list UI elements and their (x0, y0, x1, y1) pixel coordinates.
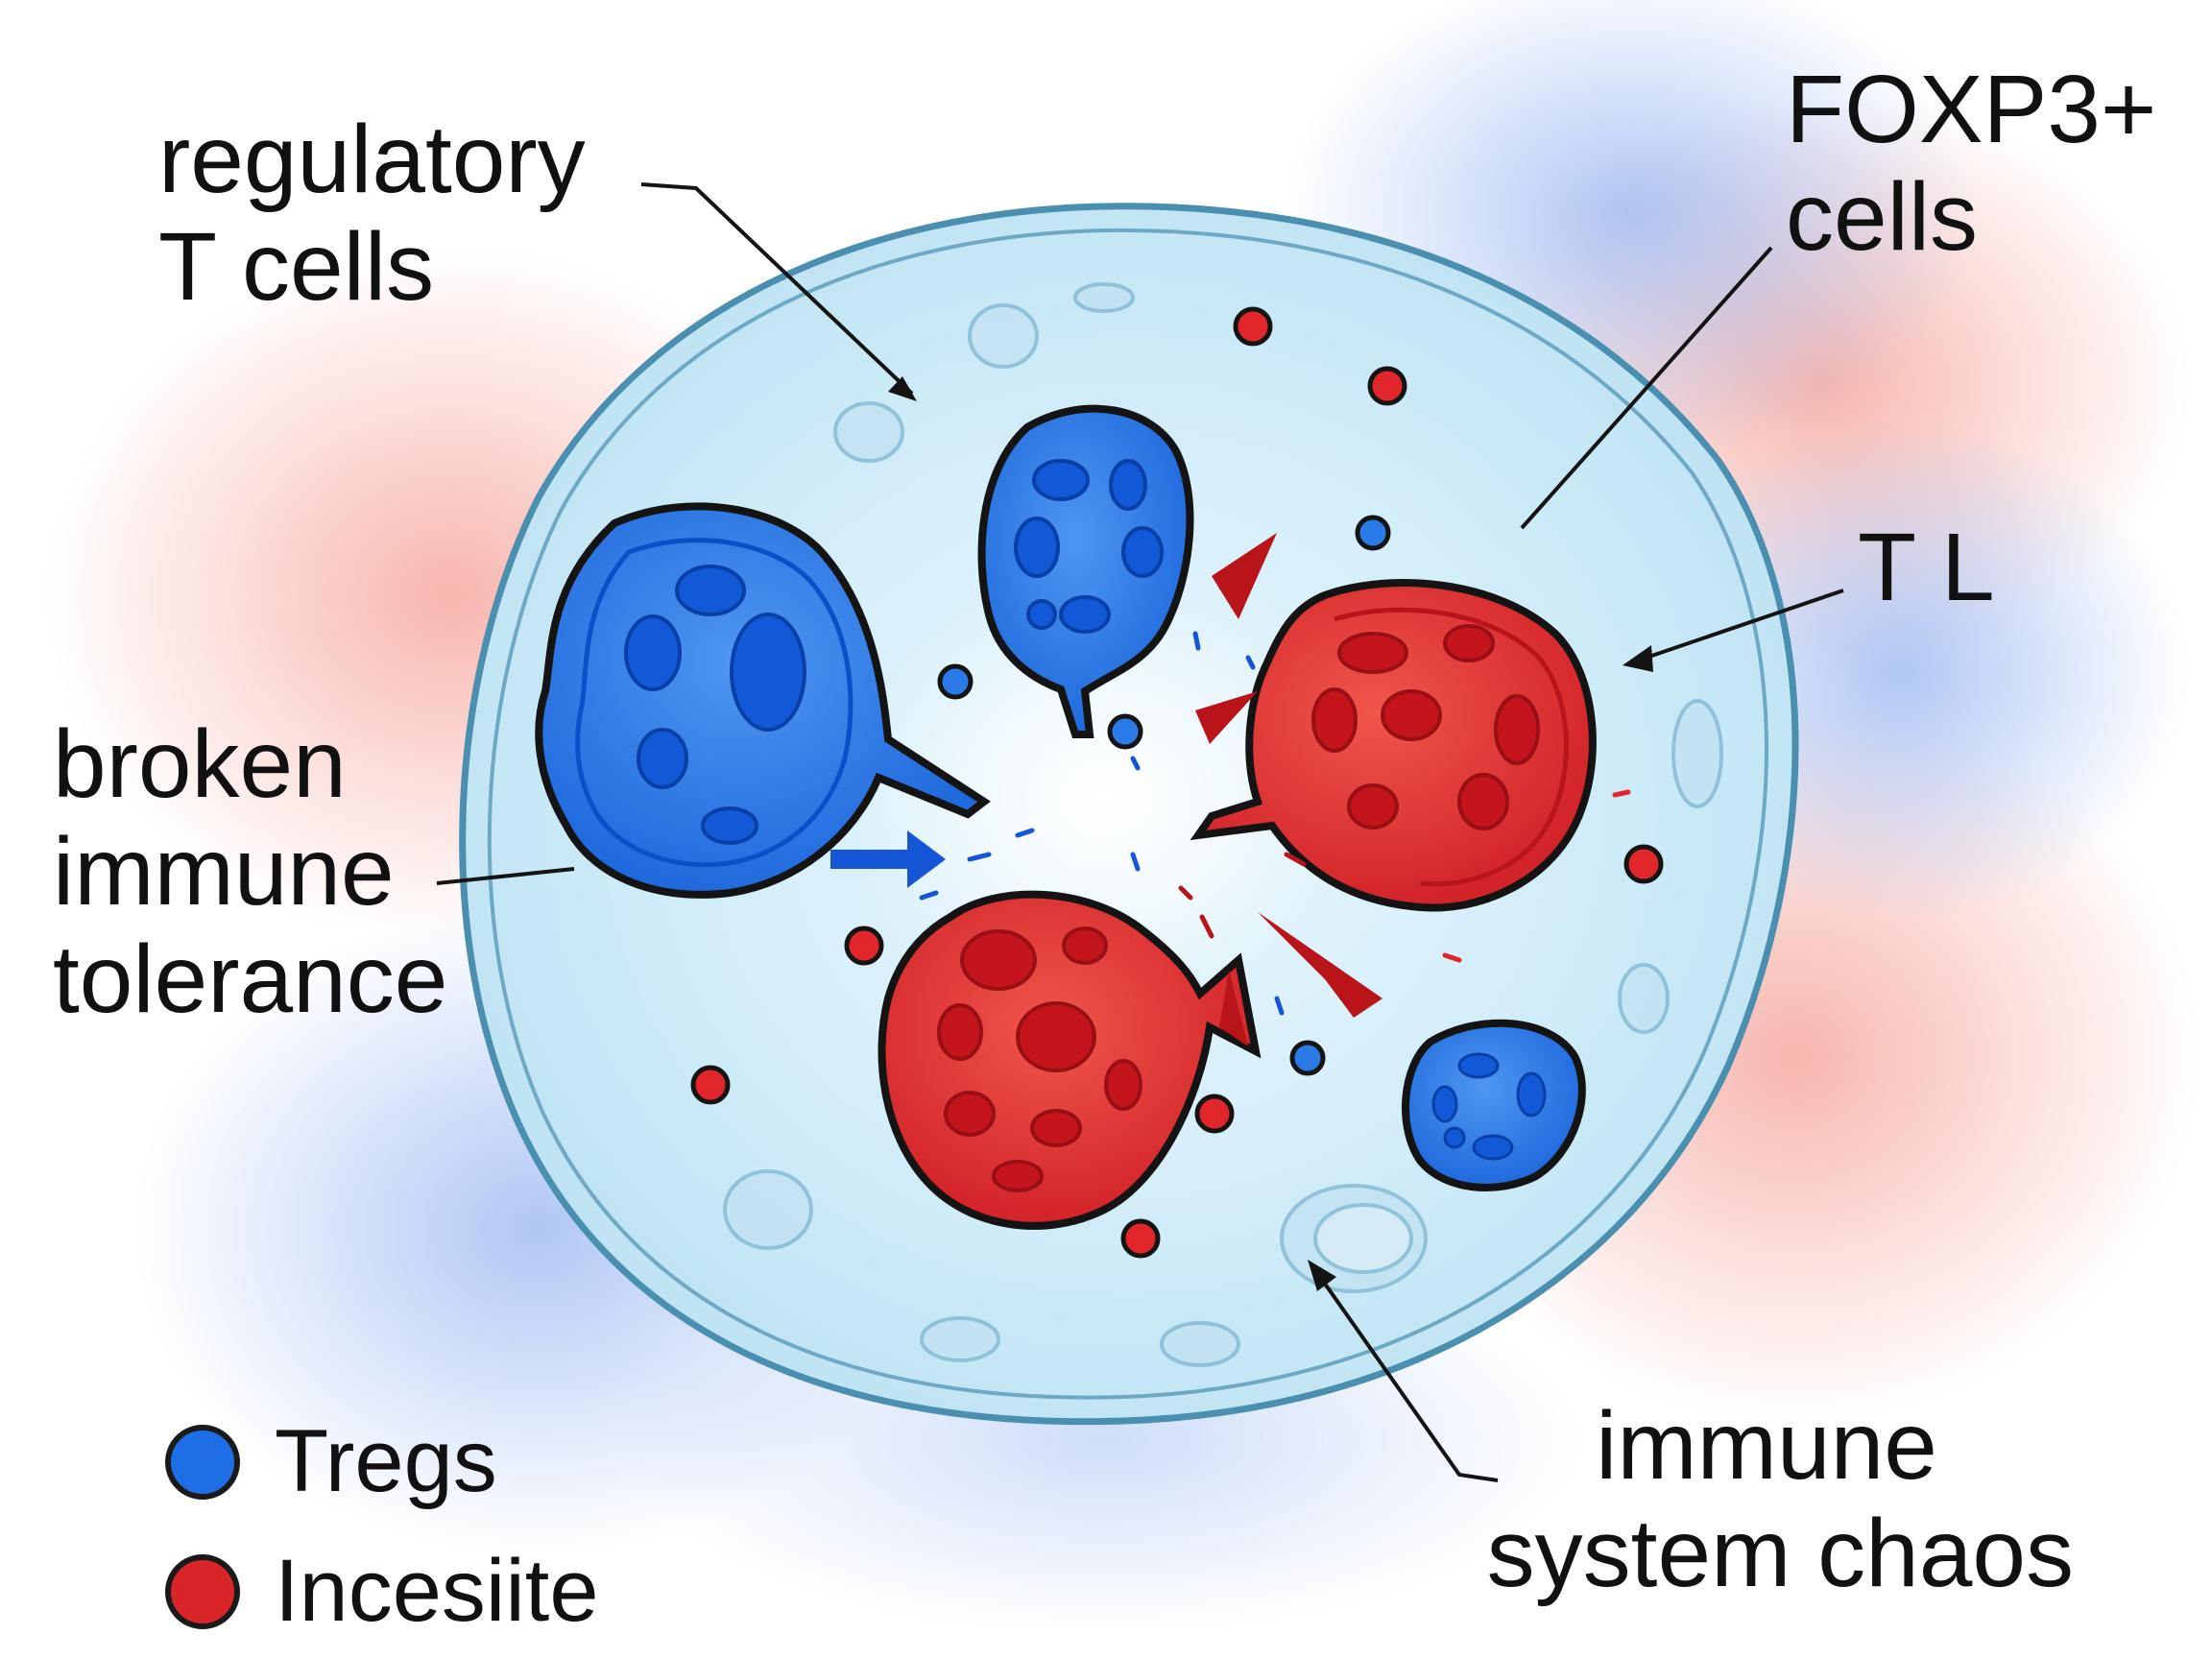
label-line: cells (1786, 163, 1979, 271)
label-tl: T L (1858, 514, 1995, 621)
organelles (723, 282, 1723, 1367)
label-line: immune (53, 818, 395, 926)
legend-item-incesiite: Incesiite (165, 1541, 599, 1642)
label-line: FOXP3+ (1786, 56, 2157, 163)
label-line: T cells (158, 213, 435, 321)
legend-label: Tregs (275, 1412, 497, 1510)
label-line: broken (53, 710, 347, 818)
particle-icon (690, 306, 1664, 1259)
arrow-icon (888, 376, 1653, 1291)
label-line: tolerance (53, 926, 448, 1033)
interaction-arrows (830, 533, 1382, 1046)
label-foxp3-cells: FOXP3+ cells (1786, 56, 2156, 271)
label-leaders (436, 182, 1844, 1482)
label-immune-system-chaos: immune system chaos (1459, 1392, 2074, 1607)
fragment-dashes (919, 573, 1631, 1016)
label-line: T L (1858, 514, 1995, 621)
label-line: regulatory (158, 106, 586, 213)
blue-cell-dot-icon (165, 1424, 240, 1500)
legend-item-tregs: Tregs (165, 1411, 497, 1512)
legend-label: Incesiite (275, 1542, 599, 1640)
red-cell-icon (878, 579, 1597, 1230)
red-cell-dot-icon (165, 1553, 240, 1629)
label-regulatory-t-cells: regulatory T cells (158, 106, 586, 321)
label-line: system chaos (1486, 1500, 2074, 1607)
blue-cell-icon (535, 404, 1586, 1191)
label-line: immune (1596, 1392, 1937, 1500)
label-broken-immune-tolerance: broken immune tolerance (53, 710, 447, 1033)
